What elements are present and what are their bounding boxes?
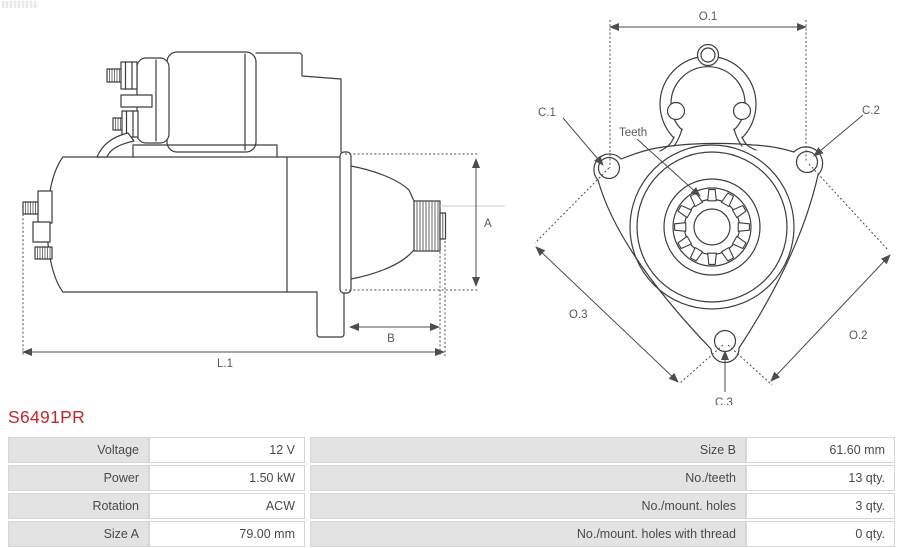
arch-side-hole-right [732,101,752,121]
spec-label: Size A [8,521,149,547]
spec-row: Rotation ACW [8,493,305,519]
technical-drawing: A B L.1 [22,11,891,409]
dim-line-o3 [535,246,679,383]
mount-hole-c2 [795,150,819,174]
terminal-bracket [96,132,135,158]
spec-label: No./mount. holes [310,493,746,519]
spec-value: 0 qty. [746,521,895,547]
pinion-teeth [673,189,751,265]
spec-label: Voltage [8,437,149,463]
side-view-dimensions [22,153,480,356]
spec-row: Size A 79.00 mm [8,521,305,547]
spec-value: 13 qty. [746,465,895,491]
spec-value: 12 V [149,437,305,463]
leader-c1 [562,117,604,166]
dim-label-o1: O.1 [699,11,718,23]
front-view-drawing [593,43,824,364]
spec-row: Voltage 12 V [8,437,305,463]
spec-label: Size B [310,437,746,463]
corner-watermark [2,1,38,8]
motor-body [46,156,342,293]
arch-inner [670,66,746,131]
spec-value: ACW [149,493,305,519]
spec-value: 61.60 mm [746,437,895,463]
front-view-dimensions [534,20,891,392]
part-number: S6491PR [8,407,86,427]
spec-table-left: Voltage 12 V Power 1.50 kW Rotation ACW … [8,437,305,548]
mounting-ear [316,291,345,338]
spec-row: No./mount. holes with thread 0 qty. [310,521,895,547]
dim-label-o2: O.2 [849,330,868,342]
spec-row: Power 1.50 kW [8,465,305,491]
boss-circle-outer [629,144,795,310]
leader-teeth [636,138,701,197]
spec-label: No./mount. holes with thread [310,521,746,547]
leader-c2 [813,114,864,157]
arch-top-hole [700,47,716,63]
dim-label-b: B [387,333,395,345]
spec-label: Power [8,465,149,491]
spec-value: 1.50 kW [149,465,305,491]
spec-value: 79.00 mm [149,521,305,547]
pinion-gear [413,200,441,252]
teeth-label: Teeth [619,127,647,139]
dim-label-c3: C.3 [715,397,733,405]
dim-label-c2: C.2 [862,105,880,117]
spec-row: No./mount. holes 3 qty. [310,493,895,519]
spec-row: No./teeth 13 qty. [310,465,895,491]
spec-label: Rotation [8,493,149,519]
dim-label-c1: C.1 [538,107,556,119]
dim-label-a: A [484,218,492,230]
dim-line-o2 [770,254,891,382]
spec-value: 3 qty. [746,493,895,519]
spec-row: Size B 61.60 mm [310,437,895,463]
terminal-strap [120,94,153,108]
arch-side-hole-left [666,101,686,121]
drive-bell [350,165,415,280]
dim-label-l1: L.1 [217,358,233,370]
side-view-drawing [22,51,447,338]
arch-outer [659,55,757,139]
shaft-bore [693,208,731,246]
flange [339,151,352,294]
spec-label: No./teeth [310,465,746,491]
dim-label-o3: O.3 [569,309,588,321]
solenoid-body [166,51,257,153]
spec-table-right: Size B 61.60 mm No./teeth 13 qty. No./mo… [310,437,895,548]
